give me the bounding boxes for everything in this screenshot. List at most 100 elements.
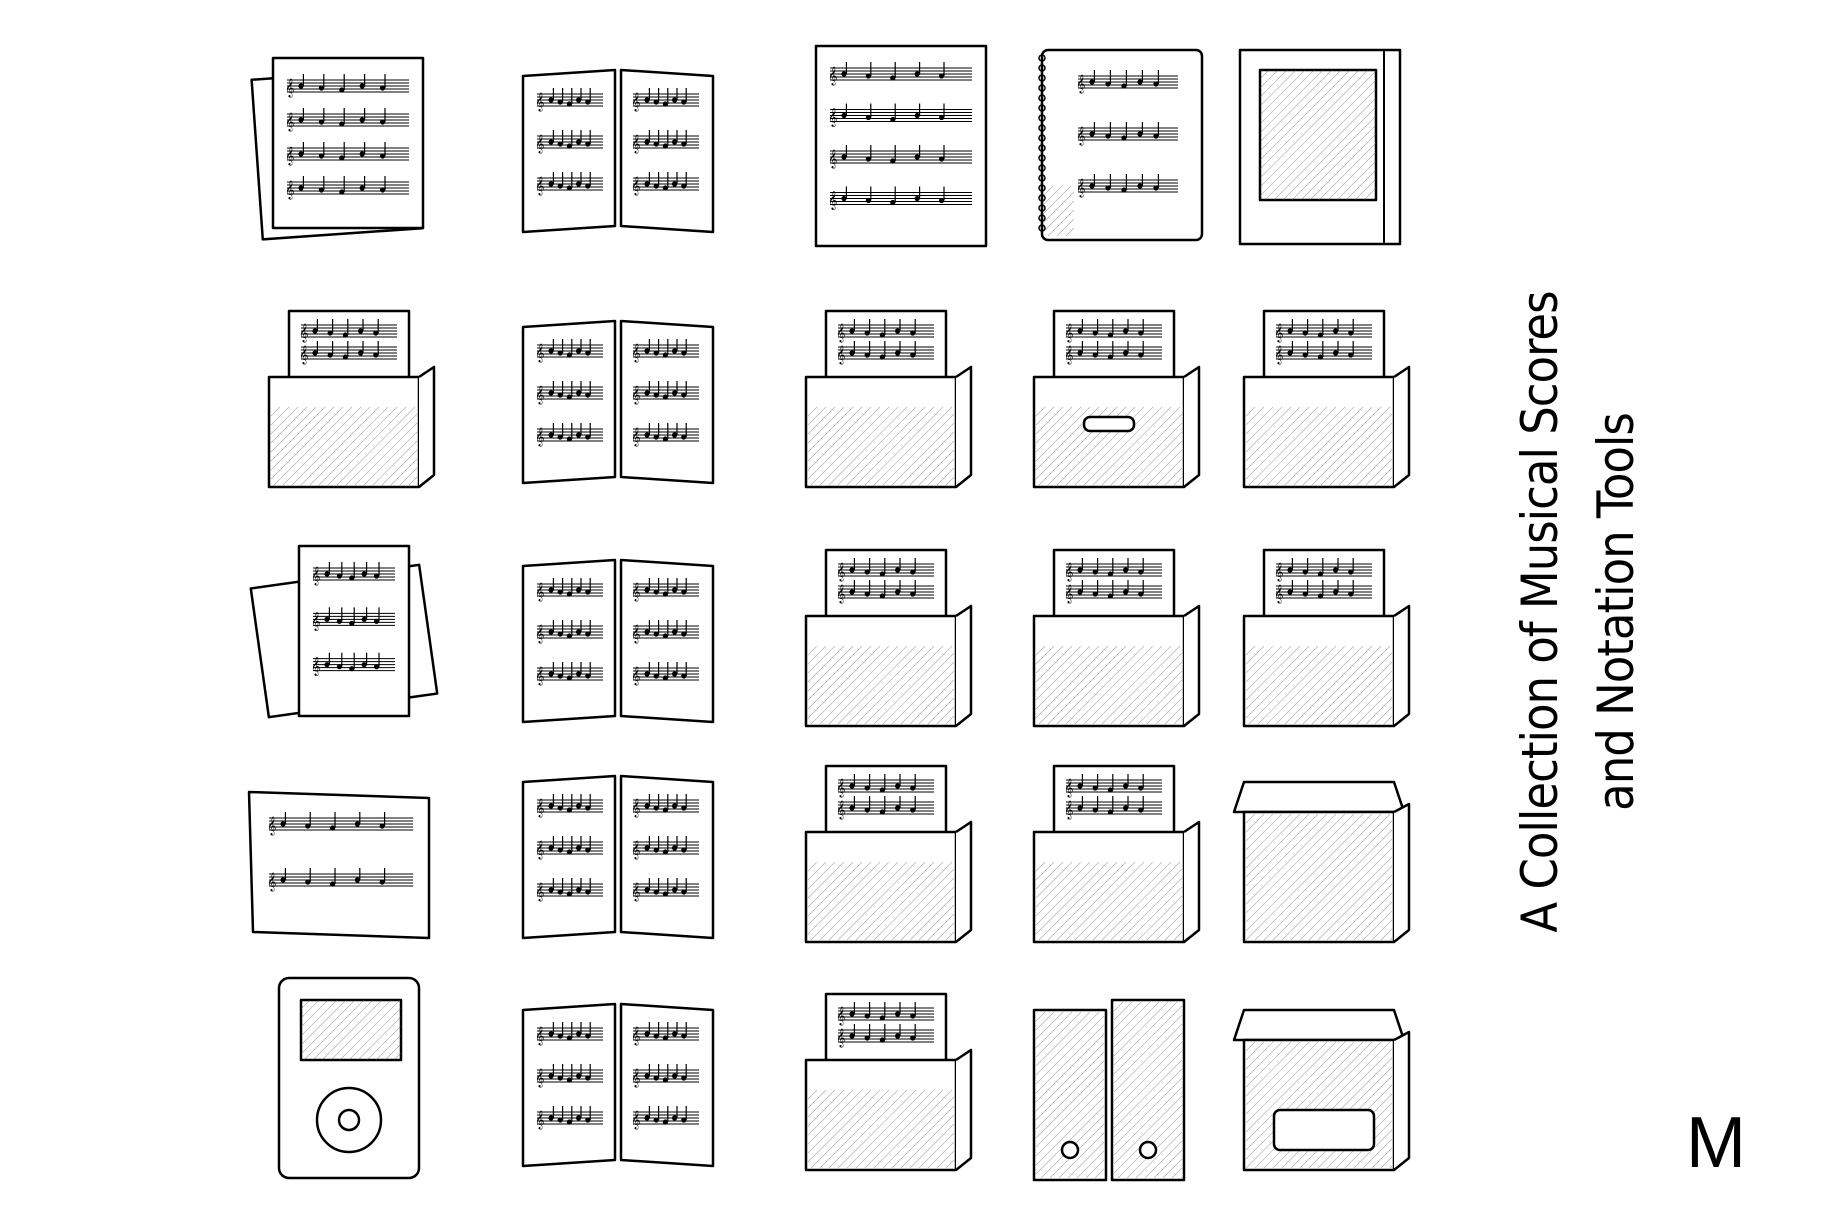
svg-text:𝄞: 𝄞 [535,798,544,818]
svg-text:𝄞: 𝄞 [828,108,837,128]
svg-text:𝄞: 𝄞 [1064,584,1073,604]
file-box-icon: 𝄞𝄞 [229,287,459,507]
open-binder-icon-drawing: 𝄞 𝄞 𝄞 𝄞 𝄞 𝄞 [521,319,715,485]
svg-text:𝄞: 𝄞 [631,385,640,405]
title-line-1: A Collection of Musical Scores [1511,291,1569,933]
open-book-icon: 𝄞 𝄞 𝄞 𝄞 𝄞 𝄞 [503,36,733,256]
binders-icon [994,970,1224,1190]
single-sheet-icon: 𝄞 𝄞 𝄞 𝄞 [766,36,996,256]
svg-text:𝄞: 𝄞 [311,611,320,631]
hardcover-book-icon [1204,36,1434,256]
storage-box-icon-drawing: 𝄞𝄞 [1032,548,1201,728]
svg-text:𝄞: 𝄞 [1076,74,1085,94]
spiral-notebook-icon: 𝄞𝄞𝄞 [994,36,1224,256]
svg-text:𝄞: 𝄞 [535,666,544,686]
open-book-icon-drawing: 𝄞 𝄞 𝄞 𝄞 𝄞 𝄞 [521,558,715,724]
spiral-notebook-icon-drawing: 𝄞𝄞𝄞 [1038,48,1204,242]
svg-text:𝄞: 𝄞 [535,385,544,405]
svg-text:𝄞: 𝄞 [631,427,640,447]
storage-box-icon: 𝄞𝄞 [994,526,1224,746]
svg-text:𝄞: 𝄞 [836,1028,845,1048]
landscape-sheet-icon-drawing: 𝄞𝄞 [247,790,431,940]
open-book-icon: 𝄞 𝄞 𝄞 𝄞 𝄞 𝄞 [503,526,733,746]
open-book-icon: 𝄞𝄞𝄞𝄞𝄞𝄞 [503,742,733,962]
scattered-sheets-icon-drawing: 𝄞 𝄞 𝄞 [249,544,439,719]
open-case-icon: 𝄞𝄞 [766,526,996,746]
svg-text:𝄞: 𝄞 [311,657,320,677]
svg-text:𝄞: 𝄞 [285,180,294,200]
svg-text:𝄞: 𝄞 [299,323,308,343]
folder-box-icon-drawing: 𝄞𝄞 [804,309,973,489]
svg-text:𝄞: 𝄞 [535,624,544,644]
file-box-icon-drawing: 𝄞𝄞 [267,309,436,489]
svg-text:𝄞: 𝄞 [828,66,837,86]
box-with-sheets-icon-drawing: 𝄞𝄞 [804,764,973,944]
svg-text:𝄞: 𝄞 [535,1068,544,1088]
labeled-box-icon-drawing [1232,1008,1411,1172]
thick-book-icon-drawing: 𝄞𝄞 [804,992,973,1172]
svg-text:𝄞: 𝄞 [836,1006,845,1026]
svg-text:𝄞: 𝄞 [535,343,544,363]
svg-text:𝄞: 𝄞 [836,584,845,604]
box-with-sheets-icon: 𝄞𝄞 [766,742,996,962]
svg-text:𝄞: 𝄞 [1076,178,1085,198]
svg-text:𝄞: 𝄞 [535,582,544,602]
open-book-icon-drawing: 𝄞 𝄞 𝄞 𝄞 𝄞 𝄞 [521,68,715,234]
archive-box-icon: 𝄞𝄞 [994,287,1224,507]
svg-text:𝄞: 𝄞 [836,800,845,820]
hardcover-book-icon-drawing [1238,48,1402,246]
svg-text:𝄞: 𝄞 [535,134,544,154]
svg-text:𝄞: 𝄞 [836,345,845,365]
scattered-sheets-icon: 𝄞 𝄞 𝄞 [229,526,459,746]
svg-text:𝄞: 𝄞 [1064,800,1073,820]
svg-text:𝄞: 𝄞 [631,666,640,686]
svg-text:𝄞: 𝄞 [535,92,544,112]
binders-icon-drawing [1032,998,1186,1182]
labeled-box-icon [1204,970,1434,1190]
svg-text:𝄞: 𝄞 [631,1110,640,1130]
magazine-holder-icon: 𝄞𝄞 [1204,287,1434,507]
svg-text:𝄞: 𝄞 [1064,345,1073,365]
svg-text:𝄞: 𝄞 [1064,323,1073,343]
svg-text:𝄞: 𝄞 [631,92,640,112]
archive-box-icon-drawing: 𝄞𝄞 [1032,309,1201,489]
music-player-icon [229,970,459,1190]
svg-text:𝄞: 𝄞 [535,1110,544,1130]
svg-text:𝄞: 𝄞 [1064,562,1073,582]
svg-text:𝄞: 𝄞 [631,582,640,602]
svg-text:𝄞: 𝄞 [535,176,544,196]
svg-text:𝄞: 𝄞 [828,191,837,211]
open-book-icon-drawing: 𝄞𝄞𝄞𝄞𝄞𝄞 [521,774,715,940]
svg-text:𝄞: 𝄞 [1274,345,1283,365]
brand-logo: M [1686,1103,1746,1183]
svg-text:𝄞: 𝄞 [535,427,544,447]
collection-title: A Collection of Musical Scores and Notat… [1502,291,1654,932]
svg-text:𝄞: 𝄞 [1274,584,1283,604]
svg-text:𝄞: 𝄞 [535,840,544,860]
book-stack-icon-drawing: 𝄞𝄞 [1032,764,1201,944]
svg-text:𝄞: 𝄞 [836,323,845,343]
sheets-stack-icon: 𝄞𝄞𝄞𝄞 [229,36,459,256]
svg-text:𝄞: 𝄞 [1274,323,1283,343]
svg-text:𝄞: 𝄞 [631,840,640,860]
magazine-holder-icon-drawing: 𝄞𝄞 [1242,309,1411,489]
svg-text:𝄞: 𝄞 [285,146,294,166]
storage-box-icon-drawing: 𝄞𝄞 [1242,548,1411,728]
svg-text:𝄞: 𝄞 [828,149,837,169]
svg-text:𝄞: 𝄞 [631,134,640,154]
svg-text:𝄞: 𝄞 [631,343,640,363]
svg-text:𝄞: 𝄞 [311,566,320,586]
folder-box-icon: 𝄞𝄞 [766,287,996,507]
svg-text:𝄞: 𝄞 [1274,562,1283,582]
svg-text:𝄞: 𝄞 [631,1068,640,1088]
svg-text:𝄞: 𝄞 [267,816,276,836]
svg-text:𝄞: 𝄞 [631,624,640,644]
svg-text:𝄞: 𝄞 [631,882,640,902]
svg-text:𝄞: 𝄞 [631,176,640,196]
svg-text:𝄞: 𝄞 [836,562,845,582]
thick-book-icon: 𝄞𝄞 [766,970,996,1190]
music-player-icon-drawing [277,976,421,1180]
lidded-box-icon [1204,742,1434,962]
svg-text:𝄞: 𝄞 [836,778,845,798]
